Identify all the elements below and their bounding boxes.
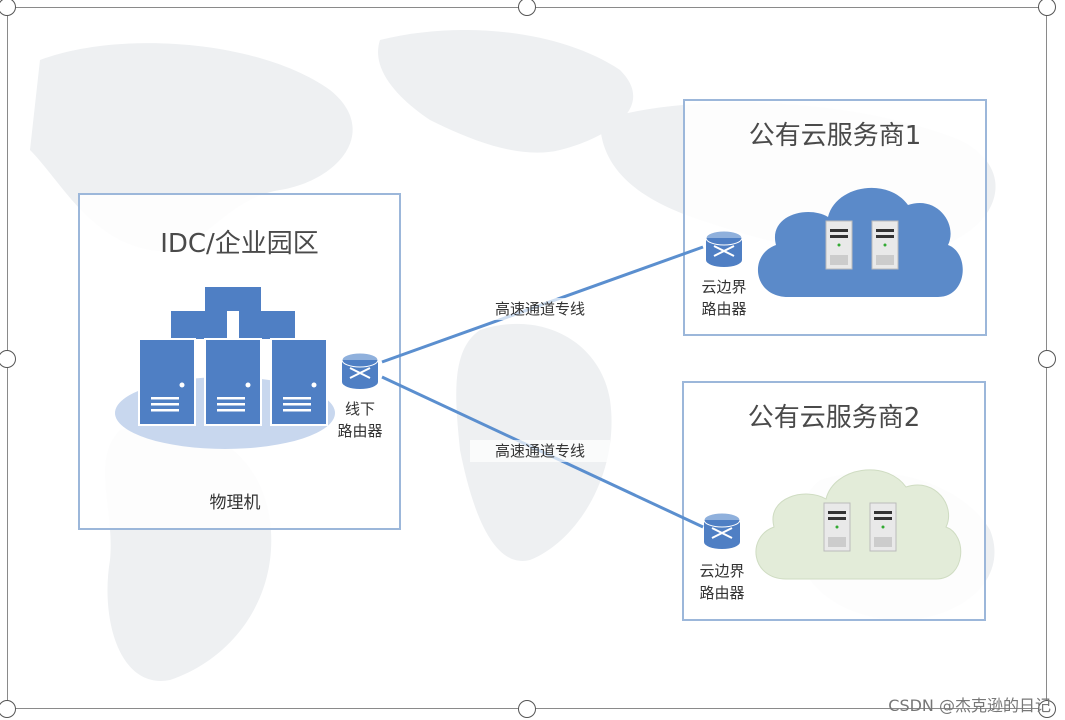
offline-router-label-line1: 线下 [344, 400, 375, 418]
resize-handle-bottom-left[interactable] [0, 700, 16, 718]
link-label-2: 高速通道专线 [470, 440, 610, 462]
physical-servers-icon [115, 287, 335, 449]
physical-machine-label: 物理机 [209, 493, 261, 513]
resize-handle-top-center[interactable] [518, 0, 536, 16]
resize-handle-bottom-right[interactable] [1038, 700, 1056, 718]
idc-title: IDC/企业园区 [160, 229, 319, 259]
provider-2-title: 公有云服务商2 [747, 403, 921, 433]
cloud-1-router-label: 云边界 路由器 [690, 276, 758, 320]
resize-handle-top-left[interactable] [0, 0, 16, 16]
resize-handle-bottom-center[interactable] [518, 700, 536, 718]
cloud-2-icon [755, 469, 962, 580]
cloud-2-router-icon [703, 512, 741, 549]
provider-1-title: 公有云服务商1 [748, 121, 922, 151]
link-label-1: 高速通道专线 [470, 298, 610, 320]
offline-router-label-line2: 路由器 [337, 422, 383, 440]
cloud-2-router-label-line1: 云边界 [699, 562, 745, 580]
cloud-2-router-label: 云边界 路由器 [688, 560, 756, 604]
cloud-1-icon [757, 187, 963, 297]
offline-router-label: 线下 路由器 [330, 398, 390, 442]
resize-handle-top-right[interactable] [1038, 0, 1056, 16]
offline-router-icon [341, 352, 379, 389]
cloud-1-router-label-line2: 路由器 [701, 300, 747, 318]
cloud-2-router-label-line2: 路由器 [699, 584, 745, 602]
cloud-1-router-label-line1: 云边界 [701, 278, 747, 296]
watermark-text: CSDN @杰克逊的日记 [888, 696, 1051, 715]
cloud-1-router-icon [705, 230, 743, 267]
resize-handle-middle-left[interactable] [0, 350, 16, 368]
resize-handle-middle-right[interactable] [1038, 350, 1056, 368]
